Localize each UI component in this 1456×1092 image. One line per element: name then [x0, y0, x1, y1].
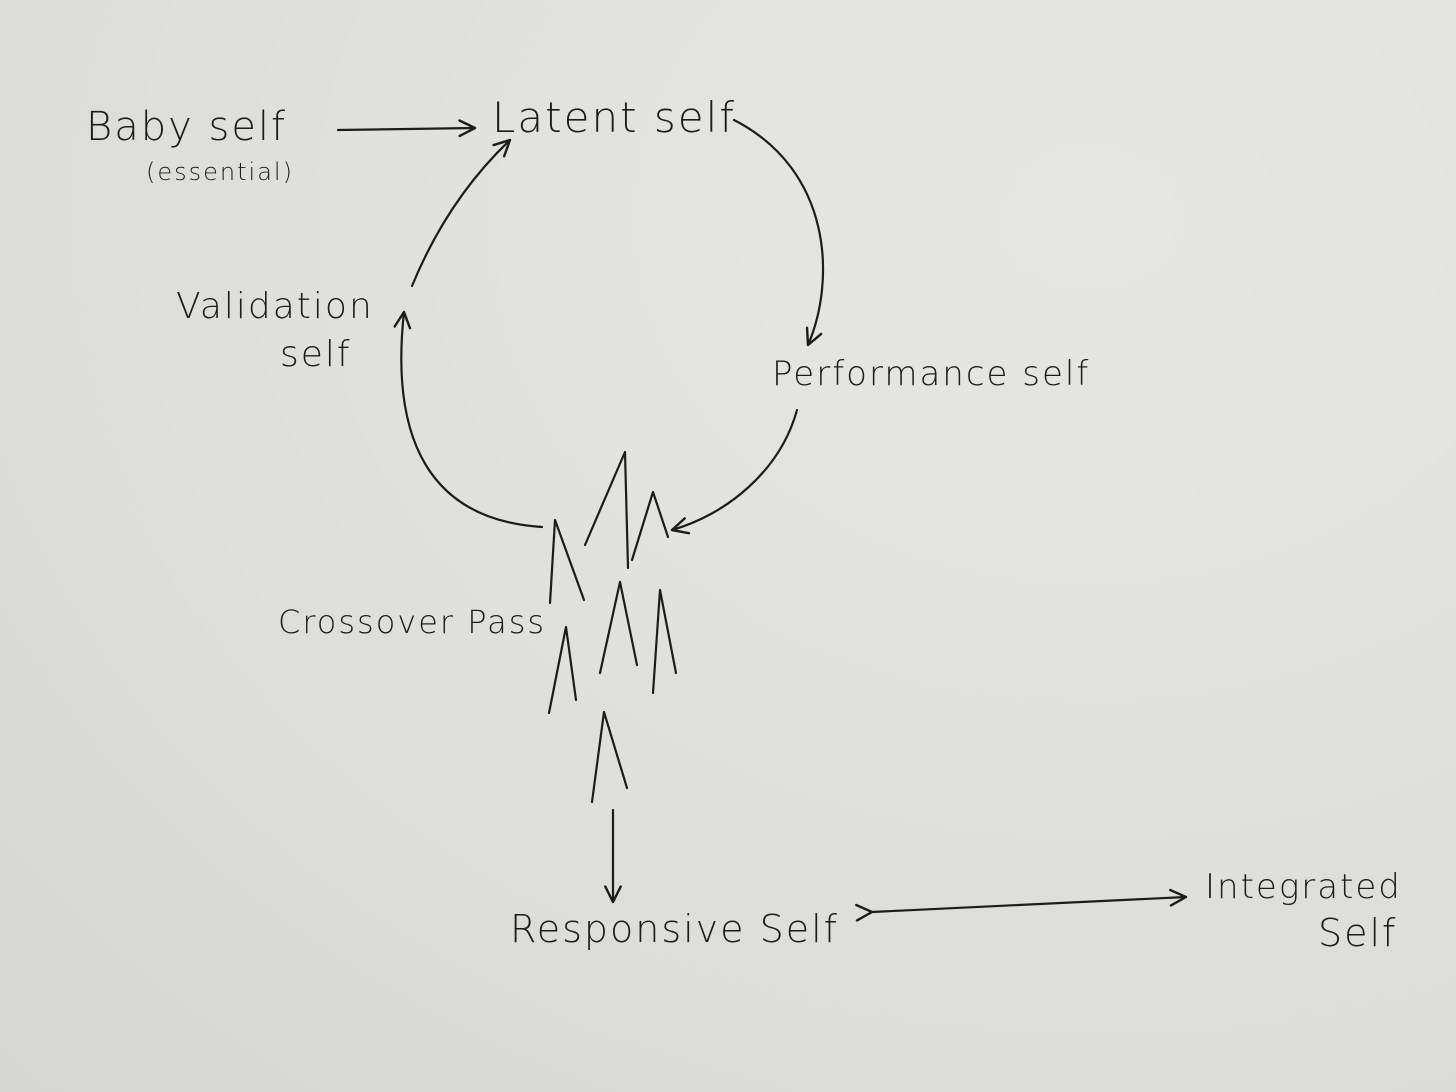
- baby-self-label: Baby self: [86, 104, 287, 150]
- validation-self-label-line1: Validation: [176, 286, 374, 327]
- crossover-pass-label: Crossover Pass: [278, 603, 546, 641]
- arrow-latent-to-performance: [732, 118, 825, 347]
- integrated-self-label-line1: Integrated: [1205, 867, 1402, 907]
- latent-self-label: Latent self: [492, 93, 736, 142]
- integrated-self-label-line2: Self: [1318, 911, 1397, 955]
- baby-self-note: (essential): [146, 158, 294, 186]
- performance-self-label: Performance self: [772, 354, 1090, 394]
- validation-self-label-line2: self: [280, 334, 352, 375]
- crossover-pass-spikes: [547, 450, 678, 804]
- responsive-self-label: Responsive Self: [510, 907, 839, 951]
- arrow-crossover-to-validation: [393, 310, 544, 529]
- arrow-baby-to-latent: [336, 119, 477, 138]
- arrow-validation-to-latent: [410, 138, 512, 288]
- arrow-responsive-integrated: [855, 888, 1188, 922]
- arrow-performance-to-crossover: [670, 408, 799, 535]
